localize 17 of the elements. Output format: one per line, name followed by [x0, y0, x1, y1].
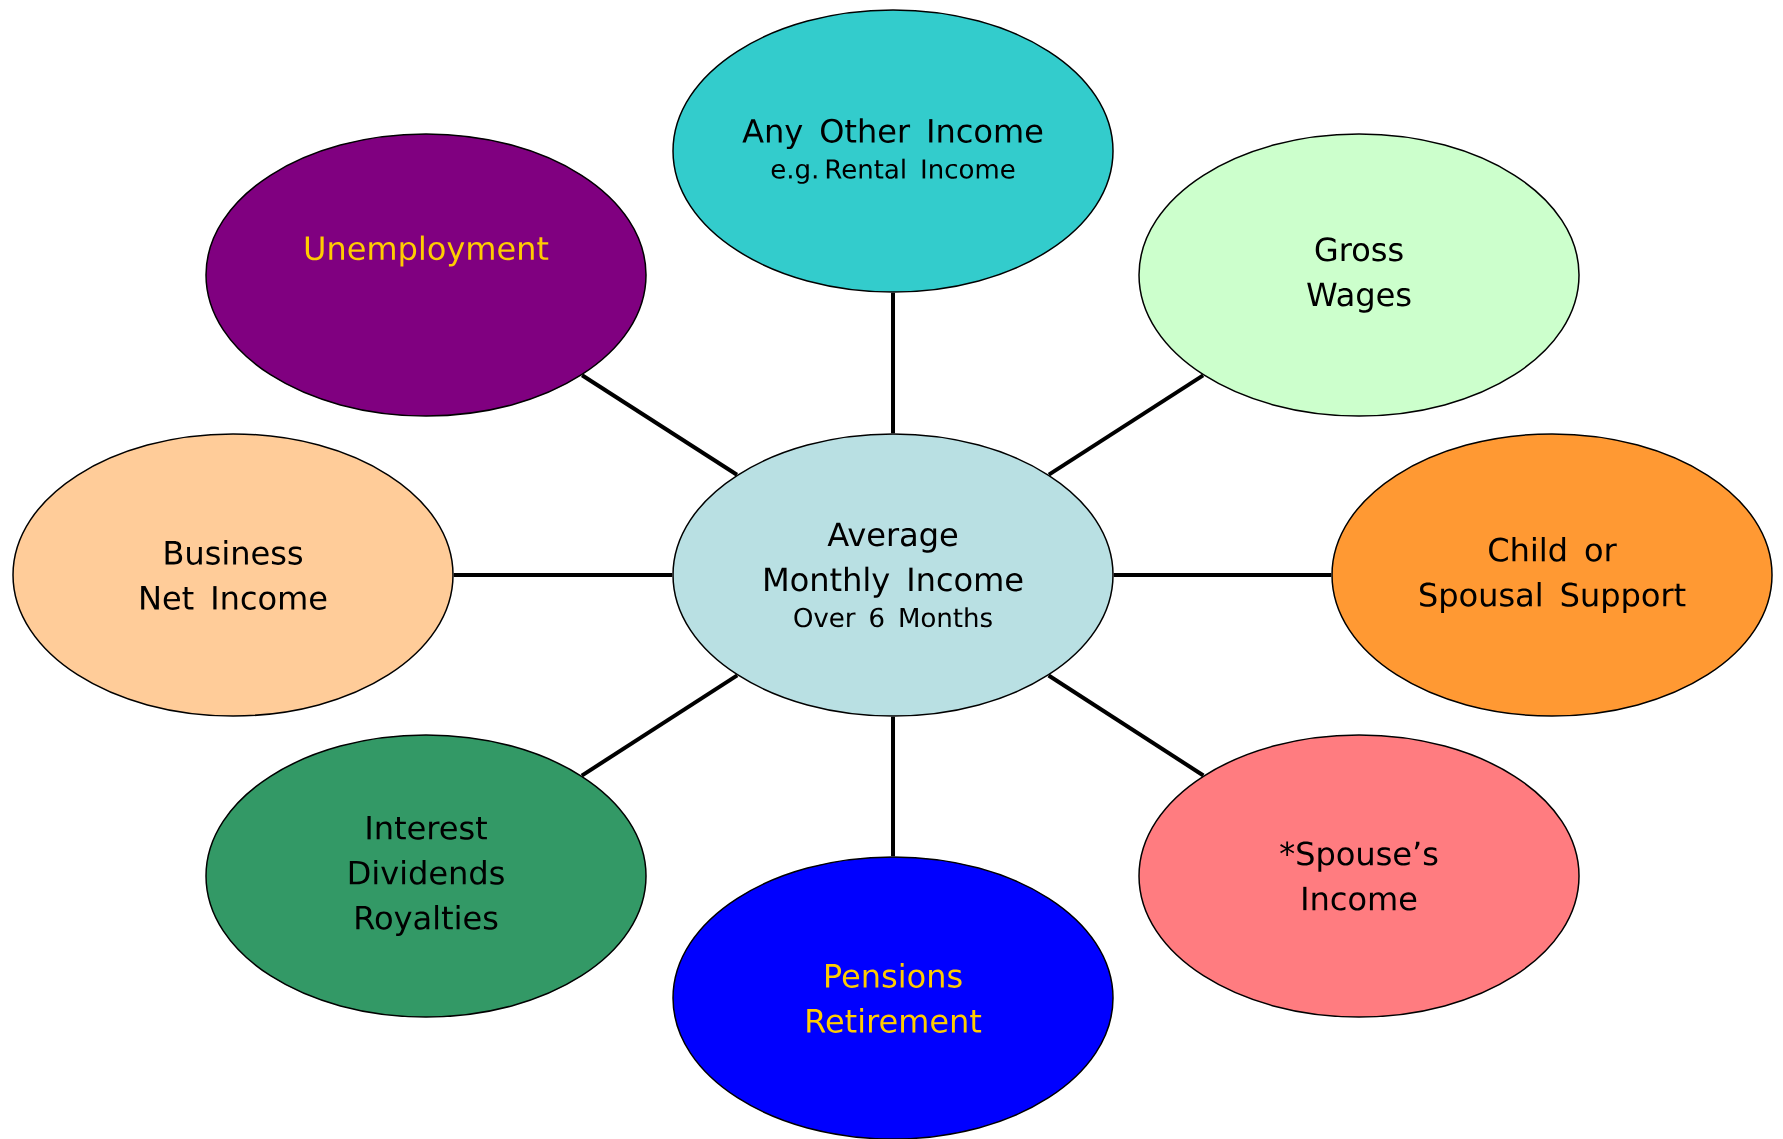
- ellipse-node: Business Net Income: [12, 433, 454, 717]
- ellipse-node: Any Other Income e.g. Rental Income: [672, 9, 1114, 293]
- connector-line: [453, 573, 673, 577]
- connector-line: [580, 673, 739, 778]
- connector-line: [1047, 673, 1205, 778]
- ellipse-node: Unemployment: [205, 133, 647, 417]
- ellipse-node: Child or Spousal Support: [1331, 433, 1773, 717]
- ellipse-node: Gross Wages: [1138, 133, 1580, 417]
- ellipse-node: Average Monthly Income Over 6 Months: [672, 433, 1114, 717]
- connector-line: [581, 373, 739, 477]
- connector-line: [1113, 573, 1332, 577]
- connector-line: [1047, 373, 1205, 477]
- connector-line: [891, 292, 895, 434]
- ellipse-node: Pensions Retirement: [672, 856, 1114, 1139]
- connector-line: [891, 716, 895, 857]
- ellipse-node: *Spouse’s Income: [1138, 734, 1580, 1018]
- ellipse-node: Interest Dividends Royalties: [205, 734, 647, 1018]
